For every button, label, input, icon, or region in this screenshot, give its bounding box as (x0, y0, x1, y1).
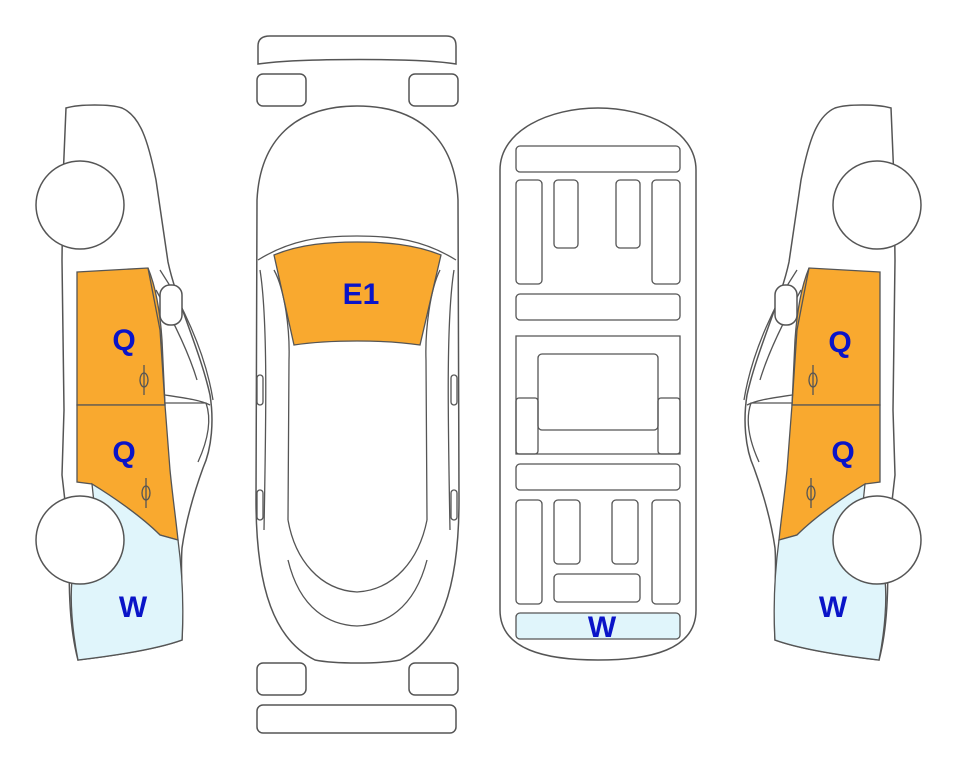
left-rear-door-label: Q (112, 436, 135, 469)
rear-left-tire (256, 662, 307, 696)
right-front-door-label: Q (828, 326, 851, 359)
right-rear-wheel (832, 495, 922, 585)
right-front-door-handle-icon (808, 365, 818, 395)
left-front-wheel (35, 160, 125, 250)
underbody-outline (499, 107, 697, 661)
left-rear-door-handle-icon (141, 478, 151, 508)
right-side-view (743, 104, 922, 661)
windshield-label: E1 (343, 278, 380, 311)
right-rear-door-label: Q (831, 436, 854, 469)
underbody-rear-panel (515, 612, 681, 640)
left-side-view: Q Q W (35, 104, 214, 661)
left-front-door-handle-icon (139, 365, 149, 395)
front-left-tire (256, 73, 307, 107)
front-bumper-bar (257, 35, 457, 65)
underbody-rear-label: W (588, 611, 617, 644)
underbody-view: W (499, 107, 697, 661)
right-front-wheel (832, 160, 922, 250)
left-rear-quarter-label: W (119, 591, 148, 624)
left-rear-wheel (35, 495, 125, 585)
right-rear-door-handle-icon (806, 478, 816, 508)
front-right-tire (408, 73, 459, 107)
rear-right-tire (408, 662, 459, 696)
left-front-door-label: Q (112, 324, 135, 357)
left-mirror (159, 284, 183, 326)
top-view: E1 (255, 35, 460, 734)
top-body-outline (255, 105, 460, 664)
windshield-panel (273, 241, 442, 346)
right-rear-quarter-label: W (819, 591, 848, 624)
right-mirror (774, 284, 798, 326)
rear-bumper-bar (256, 704, 457, 734)
